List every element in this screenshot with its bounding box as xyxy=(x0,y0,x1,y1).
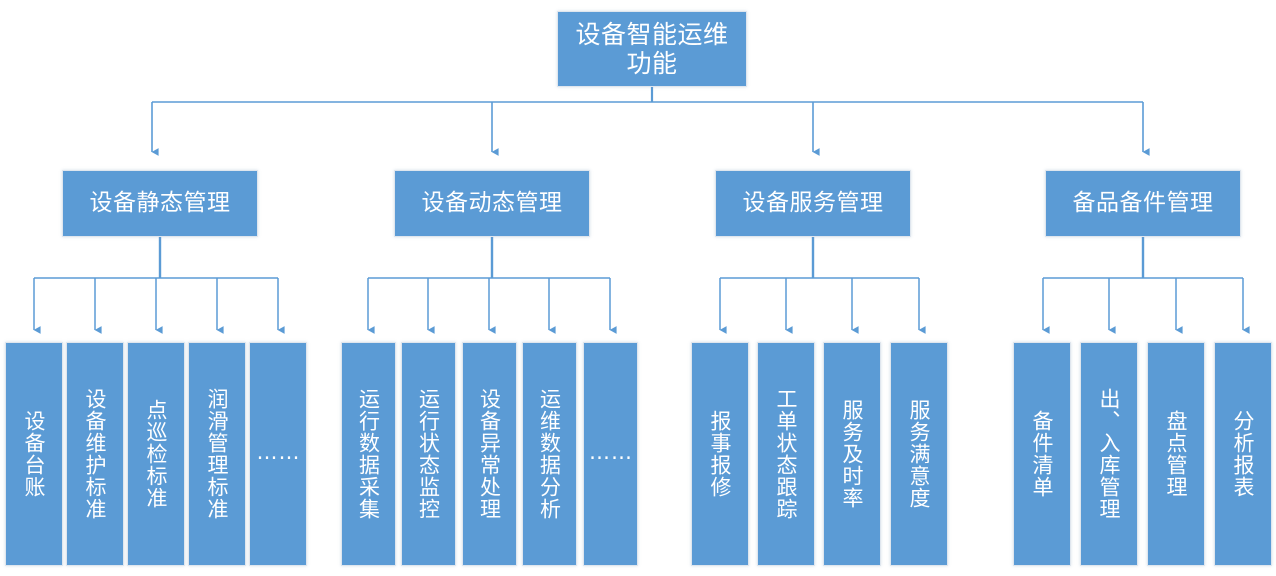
leaf-node-label: 报事报修 xyxy=(708,410,733,498)
leaf-node-label: 运行状态监控 xyxy=(416,388,441,520)
branch-node-equipment-static-management[interactable]: 设备静态管理 xyxy=(62,170,258,237)
leaf-node-label: 设备异常处理 xyxy=(477,388,502,520)
leaf-node-incident-repair-request[interactable]: 报事报修 xyxy=(691,342,749,566)
leaf-node-label: 服务及时率 xyxy=(840,399,865,509)
leaf-node-label: 运行数据采集 xyxy=(356,388,381,520)
root-to-branch-connectors xyxy=(151,87,1150,156)
branch-node-label: 备品备件管理 xyxy=(1072,189,1214,216)
leaf-node-label: 出、入库管理 xyxy=(1097,388,1122,520)
leaf-node-stocktaking-management[interactable]: 盘点管理 xyxy=(1147,342,1205,566)
branch-3-child-connectors xyxy=(719,237,926,334)
leaf-node-service-satisfaction[interactable]: 服务满意度 xyxy=(890,342,948,566)
leaf-node-equipment-maintenance-standard[interactable]: 设备维护标准 xyxy=(66,342,124,566)
leaf-node-analysis-report[interactable]: 分析报表 xyxy=(1214,342,1272,566)
branch-node-equipment-dynamic-management[interactable]: 设备动态管理 xyxy=(394,170,590,237)
branch-2-child-connectors xyxy=(367,237,617,334)
leaf-node-label: 点巡检标准 xyxy=(144,399,169,509)
branch-node-spare-parts-management[interactable]: 备品备件管理 xyxy=(1045,170,1241,237)
leaf-node-operating-status-monitoring[interactable]: 运行状态监控 xyxy=(401,342,456,566)
leaf-node-label: 设备维护标准 xyxy=(83,388,108,520)
root-node[interactable]: 设备智能运维功能 xyxy=(557,11,747,87)
leaf-node-label: 工单状态跟踪 xyxy=(774,388,799,520)
leaf-node-spare-parts-list[interactable]: 备件清单 xyxy=(1013,342,1071,566)
leaf-node-operating-data-collection[interactable]: 运行数据采集 xyxy=(341,342,396,566)
leaf-node-label: … … xyxy=(587,440,634,468)
leaf-node-label: 设备台账 xyxy=(22,410,47,498)
leaf-node-inbound-outbound-management[interactable]: 出、入库管理 xyxy=(1080,342,1138,566)
leaf-node-lubrication-management-standard[interactable]: 润滑管理标准 xyxy=(188,342,246,566)
branch-node-equipment-service-management[interactable]: 设备服务管理 xyxy=(715,170,911,237)
leaf-node-more-2[interactable]: … … xyxy=(583,342,638,566)
leaf-node-label: 备件清单 xyxy=(1030,410,1055,498)
leaf-node-more-1[interactable]: … … xyxy=(249,342,307,566)
branch-node-label: 设备动态管理 xyxy=(421,189,563,216)
leaf-node-label: 盘点管理 xyxy=(1164,410,1189,498)
leaf-node-label: 润滑管理标准 xyxy=(205,388,230,520)
leaf-node-label: 运维数据分析 xyxy=(537,388,562,520)
leaf-node-service-timeliness-rate[interactable]: 服务及时率 xyxy=(823,342,881,566)
branch-node-label: 设备服务管理 xyxy=(742,189,884,216)
branch-node-label: 设备静态管理 xyxy=(89,189,231,216)
leaf-node-inspection-standard[interactable]: 点巡检标准 xyxy=(127,342,185,566)
root-node-label: 设备智能运维功能 xyxy=(575,19,729,79)
leaf-node-equipment-ledger[interactable]: 设备台账 xyxy=(5,342,63,566)
leaf-node-label: … … xyxy=(255,440,302,468)
leaf-node-label: 分析报表 xyxy=(1231,410,1256,498)
leaf-node-ops-data-analysis[interactable]: 运维数据分析 xyxy=(522,342,577,566)
branch-4-child-connectors xyxy=(1042,237,1250,334)
leaf-node-equipment-exception-handling[interactable]: 设备异常处理 xyxy=(462,342,517,566)
leaf-node-work-order-status-tracking[interactable]: 工单状态跟踪 xyxy=(757,342,815,566)
branch-1-child-connectors xyxy=(33,237,285,334)
leaf-node-label: 服务满意度 xyxy=(907,399,932,509)
